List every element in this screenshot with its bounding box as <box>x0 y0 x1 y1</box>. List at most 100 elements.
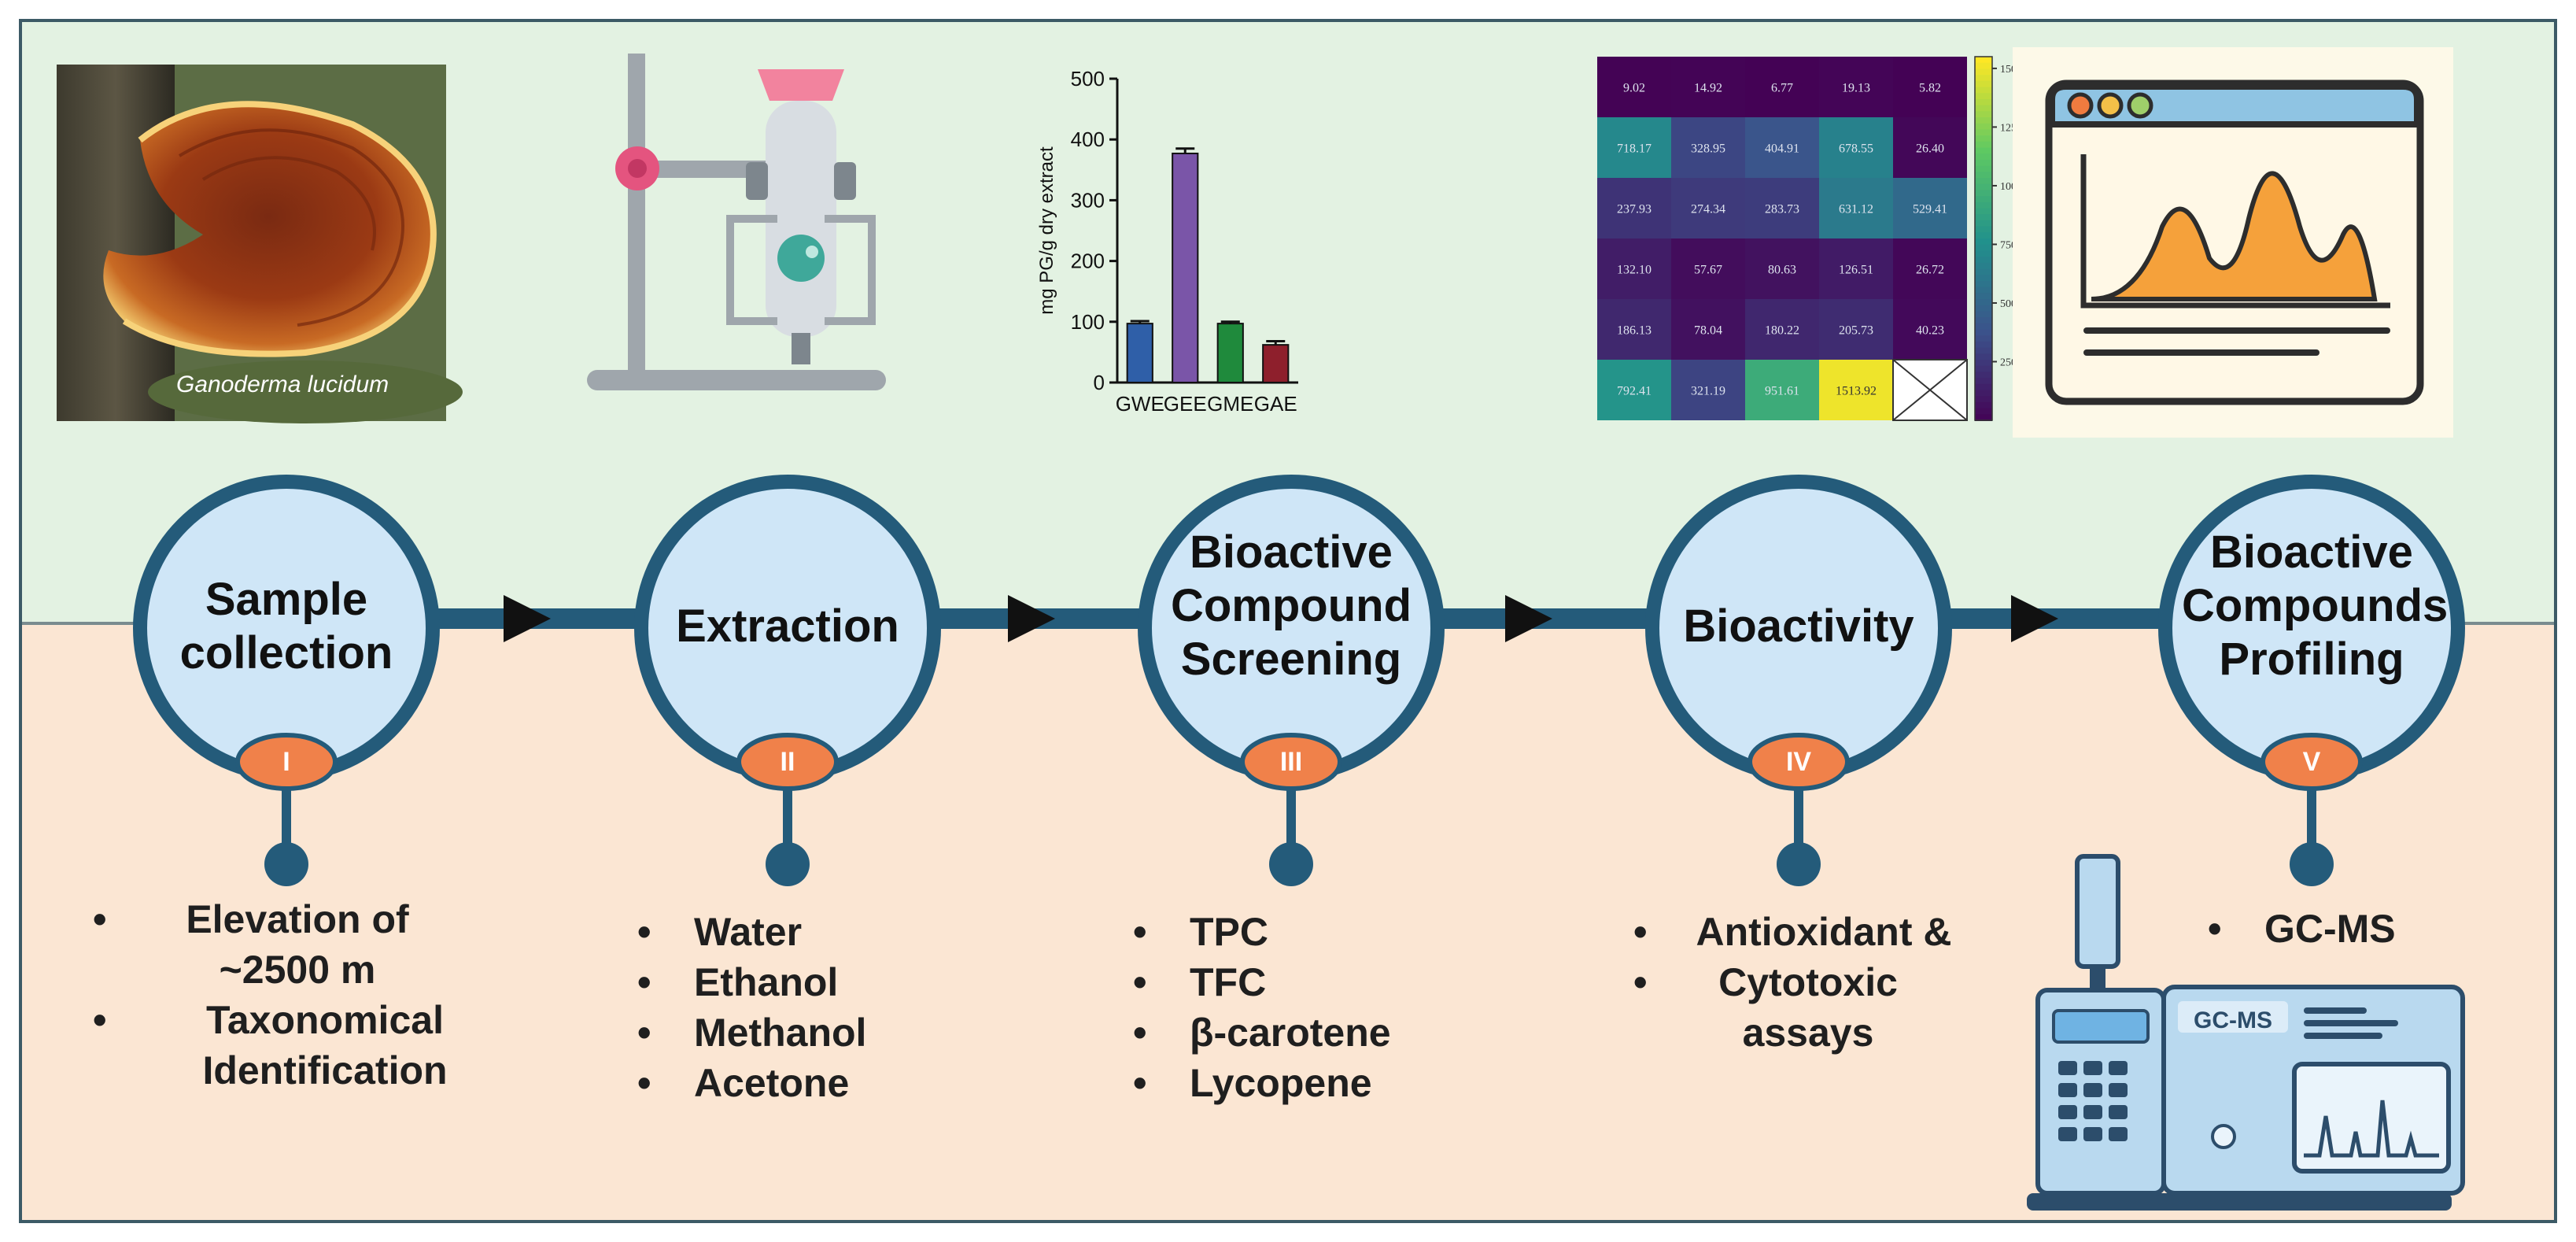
colorbar-segment <box>1975 117 1992 124</box>
colorbar-segment <box>1975 244 1992 252</box>
heatmap-cell-label: 237.93 <box>1617 203 1652 216</box>
heatmap-cell-label: 274.34 <box>1691 203 1725 216</box>
colorbar-segment <box>1975 62 1992 70</box>
stage-circle-3 <box>1138 475 1445 886</box>
stage-title-1: Sample collection <box>168 573 404 680</box>
heatmap-cell-label: 126.51 <box>1839 264 1873 277</box>
colorbar-tick-label: 500 <box>2000 298 2017 310</box>
stage-title-2: Extraction <box>670 600 906 653</box>
heatmap-cell-label: 78.04 <box>1694 324 1722 338</box>
stage-title-3: Bioactive Compound Screening <box>1165 526 1417 686</box>
colorbar-segment <box>1975 165 1992 173</box>
stage-title-line: Bioactivity <box>1683 601 1914 652</box>
stage-title-4: Bioactivity <box>1681 600 1917 653</box>
list-item: • Antioxidant & <box>1633 910 1952 954</box>
heatmap-cell <box>1597 238 1671 299</box>
heatmap-cell <box>1597 299 1671 360</box>
bar <box>1216 323 1244 383</box>
stage-title-line: Compounds <box>2182 580 2449 631</box>
heatmap-cell <box>1671 178 1745 238</box>
heatmap-cell <box>1745 178 1819 238</box>
colorbar-segment <box>1975 208 1992 216</box>
heatmap-cell <box>1745 117 1819 178</box>
colorbar-segment <box>1975 105 1992 113</box>
heatmap-cell <box>1671 360 1745 420</box>
colorbar-tick-label: 250 <box>2000 357 2017 368</box>
colorbar-segment <box>1975 365 1992 373</box>
colorbar-segment <box>1975 311 1992 319</box>
list-item: •Ethanol <box>637 960 839 1004</box>
heatmap-cell-label: 57.67 <box>1694 264 1722 277</box>
stage-title-line: Bioactive <box>1190 527 1393 578</box>
list-item: • Cytotoxic assays <box>1633 960 1898 1055</box>
colorbar-frame <box>1974 56 1993 421</box>
colorbar-segment <box>1975 190 1992 198</box>
stage-3-bullets: •TPC •TFC •β-carotene •Lycopene <box>1127 907 1489 1108</box>
colorbar-segment <box>1975 262 1992 270</box>
stage-circle-1 <box>133 475 440 886</box>
stage-number-badge: IV <box>1785 747 1812 777</box>
heatmap-cell-label: 328.95 <box>1691 142 1725 156</box>
heatmap-cell-label: 792.41 <box>1617 385 1652 398</box>
heatmap-cell-label: 321.19 <box>1691 385 1725 398</box>
colorbar-segment <box>1975 268 1992 276</box>
bar <box>1126 323 1153 383</box>
list-item: •β-carotene <box>1133 1011 1391 1055</box>
y-tick-label: 100 <box>1071 310 1105 334</box>
colorbar-segment <box>1975 383 1992 391</box>
colorbar-segment <box>1975 371 1992 379</box>
stage-1-bullets: • Elevation of ~2500 m • Taxonomical Ide… <box>85 894 494 1096</box>
colorbar-segment <box>1975 226 1992 234</box>
arrow-icon <box>1505 595 1552 642</box>
arrow-icon <box>2011 595 2058 642</box>
heatmap-cell <box>1819 117 1893 178</box>
list-item: •TFC <box>1133 960 1267 1004</box>
colorbar-segment <box>1975 129 1992 137</box>
stage-circle-2 <box>634 475 941 886</box>
heatmap-cell-cross <box>1892 359 1968 421</box>
stage-4-bullets: • Antioxidant & • Cytotoxic assays <box>1627 907 1989 1058</box>
colorbar-segment <box>1975 250 1992 258</box>
heatmap-cell <box>1745 299 1819 360</box>
colorbar-segment <box>1975 299 1992 306</box>
colorbar-segment <box>1975 141 1992 149</box>
heatmap-cell-label: 180.22 <box>1765 324 1799 338</box>
heatmap-cell <box>1597 117 1671 178</box>
stage-title-line: Sample <box>205 574 368 625</box>
colorbar-segment <box>1975 401 1992 409</box>
heatmap-cell <box>1745 238 1819 299</box>
heatmap-cell-label: 9.02 <box>1623 82 1645 95</box>
colorbar-segment <box>1975 305 1992 312</box>
colorbar-segment <box>1975 123 1992 131</box>
heatmap-cell <box>1745 360 1819 420</box>
colorbar-segment <box>1975 111 1992 118</box>
heatmap-cell <box>1597 57 1671 117</box>
stage-title-line: Profiling <box>2219 634 2404 685</box>
mushroom-caption: Ganoderma lucidum <box>176 371 389 397</box>
list-item: •Acetone <box>637 1061 850 1105</box>
colorbar-segment <box>1975 68 1992 76</box>
heatmap-cell <box>1893 178 1967 238</box>
list-item: •GC-MS <box>2208 907 2396 951</box>
stage-number-badge: III <box>1279 747 1303 777</box>
heatmap-cell <box>1819 57 1893 117</box>
heatmap-cell-label: 631.12 <box>1839 203 1873 216</box>
colorbar-segment <box>1975 196 1992 203</box>
heatmap-cell <box>1893 57 1967 117</box>
colorbar-segment <box>1975 396 1992 403</box>
colorbar-segment <box>1975 93 1992 100</box>
colorbar-segment <box>1975 87 1992 94</box>
colorbar-segment <box>1975 75 1992 82</box>
list-item: •Lycopene <box>1133 1061 1372 1105</box>
heatmap-cell <box>1819 178 1893 238</box>
heatmap-cell-label: 283.73 <box>1765 203 1799 216</box>
heatmap-cell <box>1819 299 1893 360</box>
colorbar-segment <box>1975 414 1992 421</box>
stage-circle-5 <box>2158 475 2465 886</box>
colorbar-segment <box>1975 183 1992 191</box>
heatmap-cell-label: 5.82 <box>1919 82 1941 95</box>
colorbar-segment <box>1975 57 1992 64</box>
colorbar-segment <box>1975 257 1992 264</box>
